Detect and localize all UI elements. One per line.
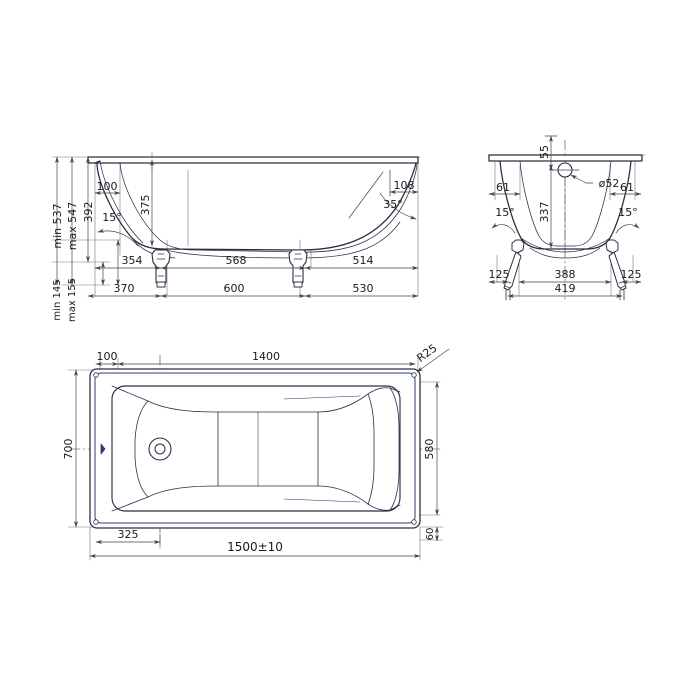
plan-drain (148, 437, 172, 461)
dim-seg-c: 514 (353, 254, 374, 267)
plan-basin-opening (111, 385, 401, 512)
plan-overflow-marker (100, 443, 106, 455)
dim-plan-width: 700 (62, 439, 75, 460)
dim-wall-height: 375 (139, 195, 152, 216)
dim-end-depth: 337 (538, 202, 551, 223)
end-diameter-leader (570, 174, 594, 184)
dim-foot-max: max 155 (67, 278, 78, 322)
front-extension-lines (51, 151, 421, 297)
front-dim-108-line (389, 169, 419, 197)
dim-rim-left-offset: 100 (97, 180, 118, 193)
dim-outer-span: 419 (555, 282, 576, 295)
front-leg-right (288, 249, 308, 288)
front-angle-35-leader (348, 171, 417, 220)
end-angle-leaders (491, 222, 640, 234)
dim-drain-diameter: ø52 (599, 177, 620, 190)
end-elevation-view: 55 ø52 337 61 61 15° 15° (487, 135, 646, 301)
dim-end-left-angle: 15° (495, 206, 515, 219)
plan-radius-leader (416, 348, 450, 373)
dim-plan-overall-length: 1500±10 (227, 540, 283, 554)
dim-left-inset: 61 (496, 181, 510, 194)
dim-end-right-angle: 15° (618, 206, 638, 219)
dim-base-b: 600 (224, 282, 245, 295)
dim-plan-inner-width: 580 (423, 439, 436, 460)
end-tub-inner-contour (519, 160, 612, 259)
plan-rim-inner-edge (94, 372, 416, 524)
dim-inner-span: 388 (555, 268, 576, 281)
front-elevation-view: min 537 max 547 392 min 145 max 155 100 … (51, 151, 421, 322)
dim-foot-min: min 145 (52, 279, 63, 320)
dim-base-a: 370 (114, 282, 135, 295)
dim-plan-rim-offset: 100 (97, 350, 118, 363)
dim-plan-edge-thickness: 60 (425, 528, 436, 541)
front-vertical-dims (54, 156, 121, 286)
dim-drain-offset: 55 (538, 145, 551, 159)
dim-plan-inner-length: 1400 (252, 350, 280, 363)
dim-height-min: min 537 (51, 203, 64, 248)
dim-right-offset: 108 (394, 179, 415, 192)
end-dim-55-line (544, 135, 558, 171)
dim-base-c: 530 (353, 282, 374, 295)
front-angle-15-leader (97, 228, 139, 247)
dim-right-inset: 61 (620, 181, 634, 194)
dim-seg-a: 354 (122, 254, 143, 267)
plan-view: 100 1400 R25 700 580 60 325 (62, 342, 450, 561)
dim-right-angle: 35° (383, 198, 403, 211)
end-tub-outline (488, 154, 643, 250)
plan-corner-marks (93, 372, 417, 525)
dim-seg-b: 568 (226, 254, 247, 267)
dim-plan-drain-offset: 325 (118, 528, 139, 541)
dim-inner-height: 392 (82, 202, 95, 223)
front-tub-outline (87, 156, 419, 251)
dim-height-max: max 547 (66, 202, 79, 250)
plan-basin-bottom (111, 385, 401, 512)
dim-foot-left: 125 (489, 268, 510, 281)
dim-left-angle: 15° (102, 211, 122, 224)
dim-foot-right: 125 (621, 268, 642, 281)
